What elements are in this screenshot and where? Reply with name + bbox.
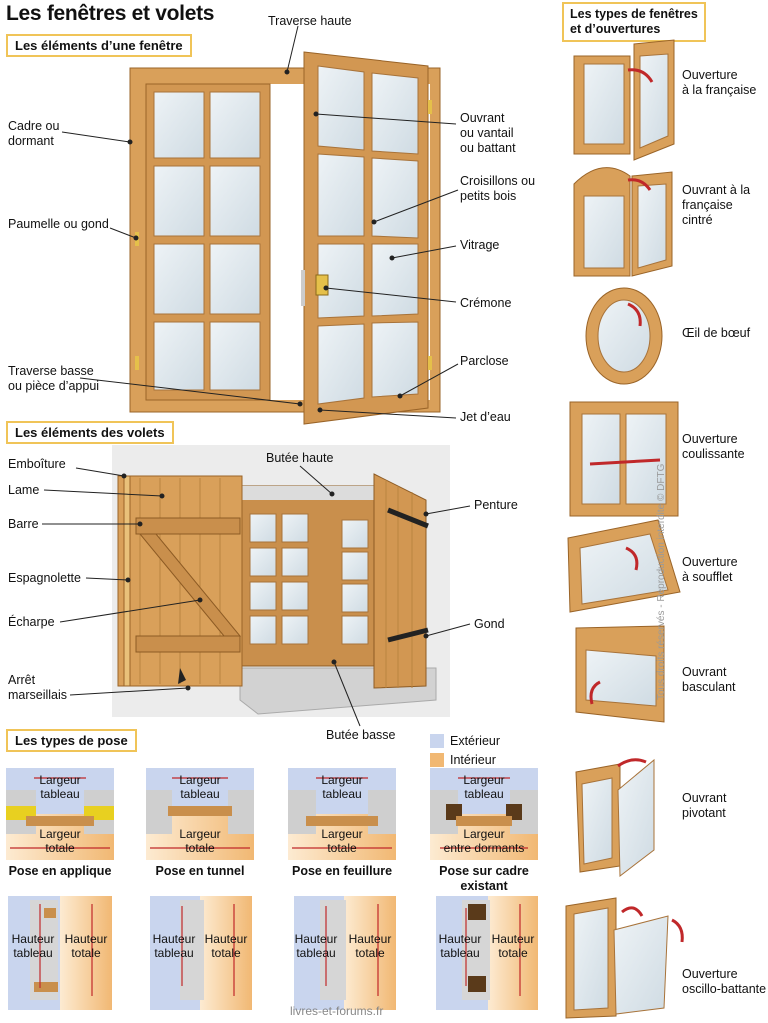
pose-3-bottom: Largeur totale <box>321 827 363 855</box>
label-vitrage: Vitrage <box>460 238 500 252</box>
pose-1-height-right: Hauteur totale <box>64 932 108 960</box>
type-basculant: Ouvrant basculant <box>682 665 736 694</box>
type-coulissante: Ouverture coulissante <box>682 432 745 461</box>
section-installation-types: Les types de pose <box>6 729 137 752</box>
label-butee-basse: Butée basse <box>326 728 396 742</box>
label-croisillons: Croisillons ou petits bois <box>460 174 536 203</box>
label-traverse-basse: Traverse basse ou pièce d’appui <box>8 364 100 393</box>
source-watermark: livres-et-forums.fr <box>290 1004 384 1018</box>
type-francaise: Ouverture à la française <box>682 68 757 97</box>
label-gond: Gond <box>474 617 505 631</box>
pose-2-height-right: Hauteur totale <box>204 932 248 960</box>
label-arret-marseillais: Arrêt marseillais <box>8 673 68 702</box>
pose-3-caption: Pose en feuillure <box>291 864 393 878</box>
label-barre: Barre <box>8 517 39 531</box>
label-jet-deau: Jet d’eau <box>460 410 511 424</box>
pose-3-height-left: Hauteur tableau <box>294 932 338 960</box>
pose-1-caption: Pose en applique <box>8 864 112 878</box>
section-window-elements: Les éléments d’une fenêtre <box>6 34 192 57</box>
label-cadre: Cadre ou dormant <box>8 119 60 148</box>
type-francaise-cintre: Ouvrant à la française cintré <box>682 183 751 227</box>
label-paumelle: Paumelle ou gond <box>8 217 109 231</box>
legend-swatch-interieur <box>430 753 444 767</box>
rights-notice: Tous droits réservés - Reproduction inte… <box>656 463 667 700</box>
label-echarpe: Écharpe <box>8 615 55 629</box>
pose-4-top: Largeur tableau <box>463 773 505 801</box>
label-ouvrant: Ouvrant ou vantail ou battant <box>460 111 516 155</box>
label-cremone: Crémone <box>460 296 512 310</box>
pose-2-bottom: Largeur totale <box>179 827 221 855</box>
label-espagnolette: Espagnolette <box>8 571 81 585</box>
type-oeil-de-boeuf: Œil de bœuf <box>682 326 751 340</box>
legend-exterieur: Extérieur <box>450 734 501 748</box>
type-soufflet: Ouverture à soufflet <box>682 555 738 584</box>
label-penture: Penture <box>474 498 518 512</box>
pose-3-top: Largeur tableau <box>321 773 363 801</box>
pose-4-height-right: Hauteur totale <box>491 932 535 960</box>
pose-3-height-right: Hauteur totale <box>348 932 392 960</box>
section-shutter-elements: Les éléments des volets <box>6 421 174 444</box>
label-lame: Lame <box>8 483 40 497</box>
label-parclose: Parclose <box>460 354 509 368</box>
section-window-types: Les types de fenêtres et d’ouvertures <box>562 2 706 42</box>
legend-swatch-exterieur <box>430 734 444 748</box>
type-oscillo-battante: Ouverture oscillo-battante <box>682 967 767 996</box>
page-title: Les fenêtres et volets <box>6 2 215 25</box>
pose-2-caption: Pose en tunnel <box>155 864 245 878</box>
type-pivotant: Ouvrant pivotant <box>682 791 727 820</box>
pose-1-height-left: Hauteur tableau <box>11 932 55 960</box>
label-emboiture: Emboîture <box>8 457 66 471</box>
pose-4-bottom: Largeur entre dormants <box>443 827 525 855</box>
pose-4-height-left: Hauteur tableau <box>438 932 482 960</box>
pose-2-top: Largeur tableau <box>179 773 221 801</box>
pose-1-top: Largeur tableau <box>39 773 81 801</box>
label-traverse-haute: Traverse haute <box>268 14 352 28</box>
label-butee-haute: Butée haute <box>266 451 334 465</box>
pose-2-height-left: Hauteur tableau <box>152 932 196 960</box>
pose-1-bottom: Largeur totale <box>39 827 81 855</box>
legend-interieur: Intérieur <box>450 753 496 767</box>
pose-4-caption: Pose sur cadre existant <box>439 864 529 893</box>
